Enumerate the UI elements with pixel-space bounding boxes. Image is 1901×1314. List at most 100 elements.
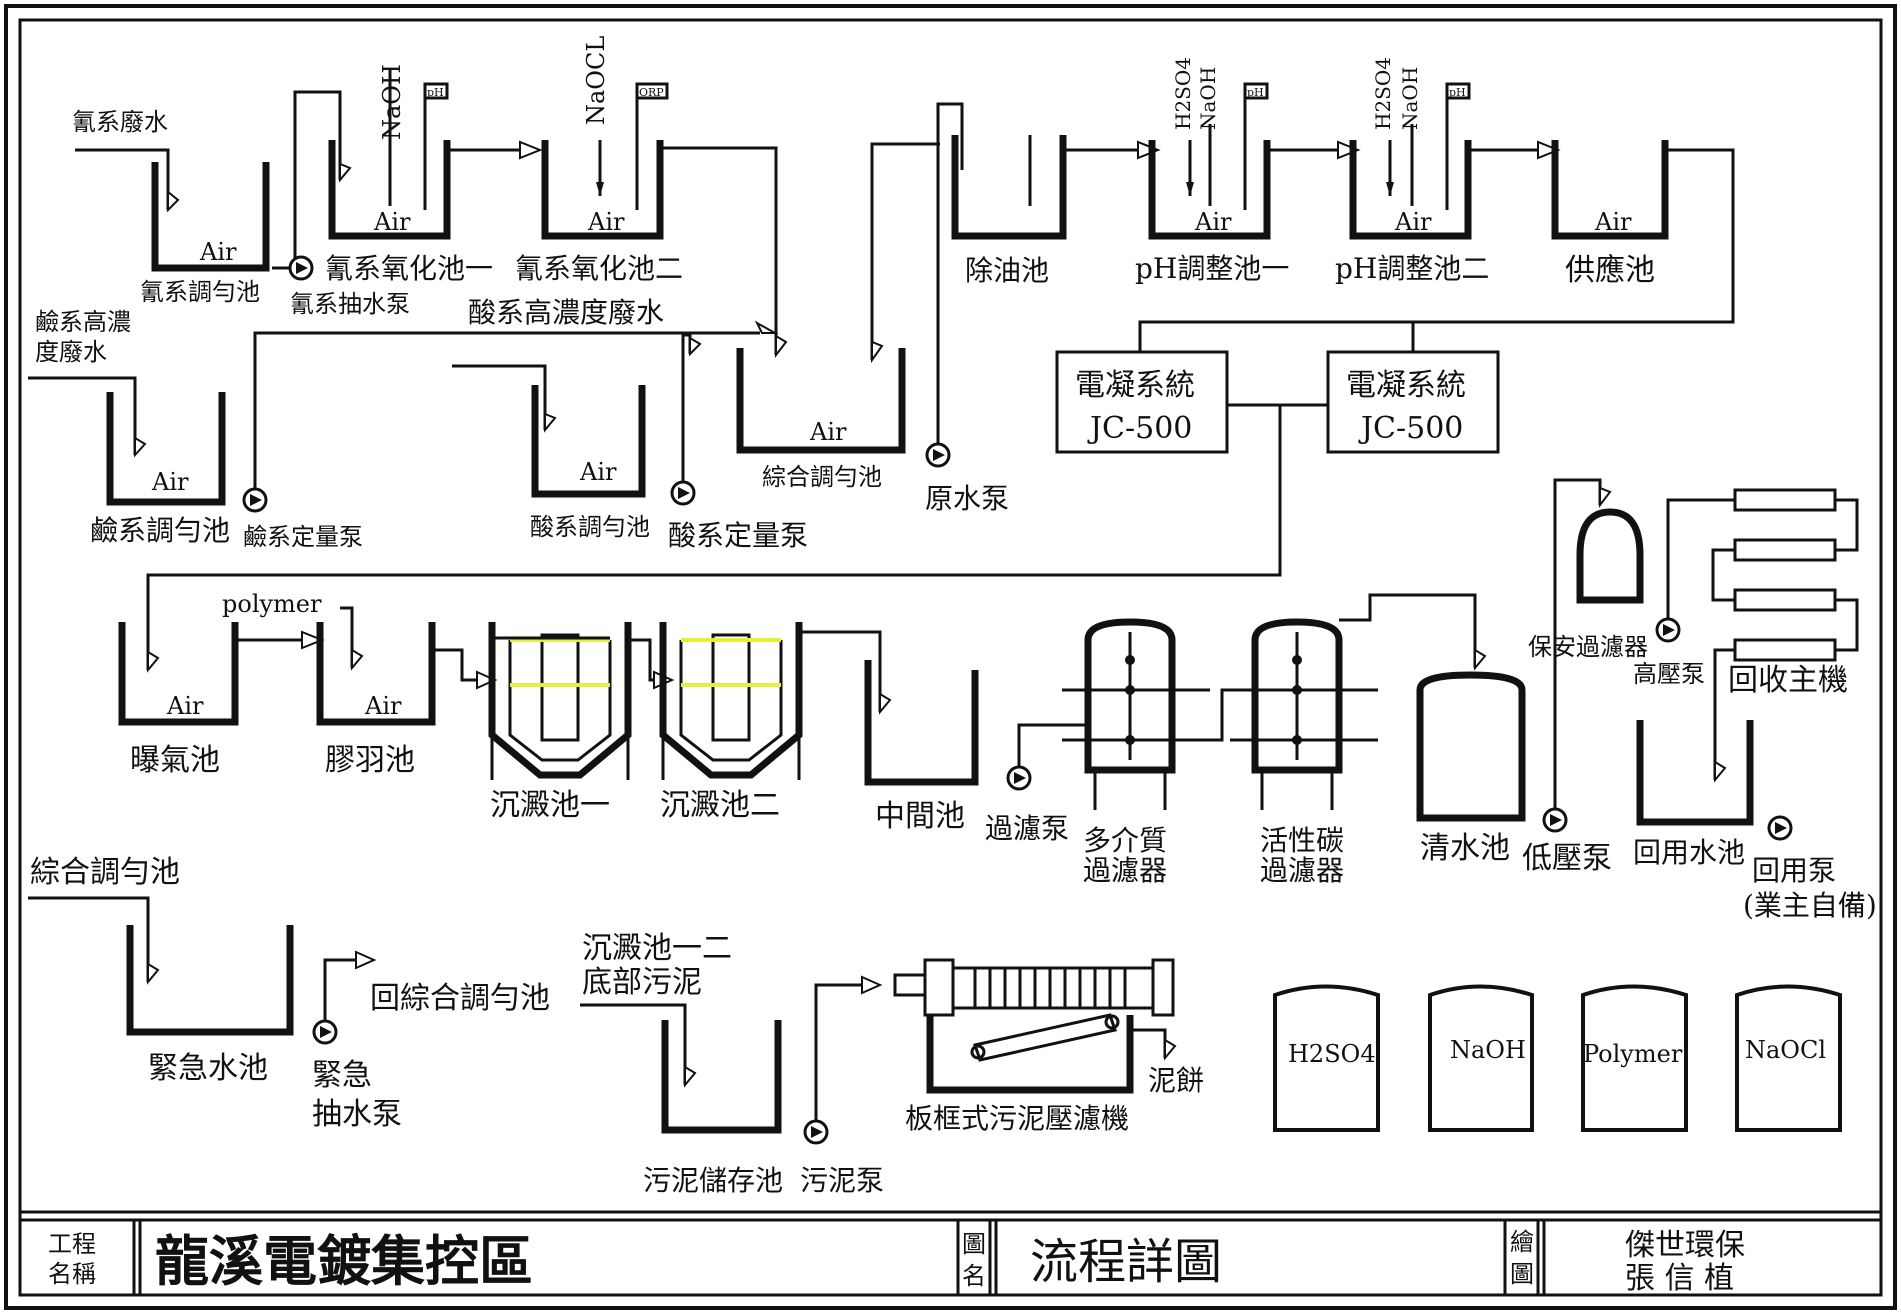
sludge-storage-tank [661,1020,782,1134]
ph-probe-label-3: pH [1449,86,1466,99]
low-pressure-pump [1542,807,1568,833]
emergency-pump-label-2: 抽水泵 [312,1097,402,1132]
sedimentation-tank-1 [488,622,632,780]
oil-removal-tank [951,135,1067,240]
project-label-1: 工程 [48,1230,96,1258]
inner-border [18,18,1883,1297]
naoh-dosing-label-2: NaOH [1398,67,1422,130]
combined-equalization-tank [736,348,906,454]
outer-border [4,4,1897,1310]
naoh-dosing-label: NaOH [378,64,406,140]
cyanide-wastewater-label: 氰系廢水 [72,108,168,136]
alkali-eq-air-label: Air [151,468,189,496]
combined-eq-air-label: Air [809,418,847,446]
cyanide-eq-air-label: Air [199,238,237,266]
cyanide-oxidation-tank-2 [541,140,664,240]
chemical-tank-h2so4 [1273,984,1380,1132]
raw-water-pump [925,442,951,468]
sludge-source-label-2: 底部污泥 [582,965,702,1000]
cyanide-ox2-label: 氰系氧化池二 [515,252,683,285]
alkali-pump [242,487,268,513]
naocl-dosing-label: NaOCL [582,36,610,125]
low-pump-label: 低壓泵 [1522,841,1612,876]
title-block [132,1220,1546,1295]
raw-pump-label: 原水泵 [925,482,1009,515]
plate-frame-filter-press [893,958,1177,1094]
chemical-tank-naoh [1428,984,1534,1132]
sludge-pump [803,1119,829,1145]
clear-tank-label: 清水池 [1420,831,1510,866]
ph-adjust-2-label: pH調整池二 [1335,252,1489,285]
project-label-2: 名稱 [48,1260,96,1288]
multimedia-filter [1062,618,1210,810]
chemical-tank-polymer [1581,984,1688,1132]
tank-naoh-label: NaOH [1450,1036,1526,1064]
h2so4-dosing-label-2: H2SO4 [1371,57,1395,130]
aeration-tank [118,622,239,726]
safety-filter-label: 保安過濾器 [1528,633,1648,661]
tank-naocl-label: NaOCl [1745,1036,1826,1064]
drafter-name: 張 信 植 [1625,1261,1734,1296]
intermediate-tank [864,660,979,786]
sludge-source-label-1: 沉澱池一二 [582,931,732,966]
carbon-label-2: 過濾器 [1260,854,1344,887]
tank-h2so4-label: H2SO4 [1288,1040,1376,1068]
activated-carbon-filter [1230,618,1378,810]
drawn-label-2: 圖 [1510,1260,1534,1288]
naoh-dosing-label-1: NaOH [1196,67,1220,130]
acid-pump-label: 酸系定量泵 [668,519,808,552]
electrocoag-system-1 [1055,350,1229,454]
reuse-pump [1767,815,1793,841]
h2so4-dosing-label-1: H2SO4 [1171,57,1195,130]
acid-wastewater-label: 酸系高濃度廢水 [468,296,664,329]
ph-adjust-tank-1 [1148,140,1271,240]
clear-water-tank [1416,671,1526,822]
alkali-wastewater-label-1: 鹼系高濃 [35,308,131,336]
ph-adjust-tank-2 [1349,140,1472,240]
emergency-pump-label-1: 緊急 [312,1058,372,1093]
sediment-1-label: 沉澱池一 [490,788,610,823]
acid-equalization-tank [531,385,646,498]
aeration-air-label: Air [166,692,204,720]
company-name: 傑世環保 [1625,1228,1745,1263]
electrocoag-1-model: JC-500 [1087,411,1192,446]
sludge-pump-label: 污泥泵 [800,1164,884,1197]
ph-probe-label-1: pH [427,86,444,99]
filter-pump [1006,765,1032,791]
emergency-tank [126,925,294,1036]
emergency-pump [312,1019,338,1045]
acid-pump [670,480,696,506]
floc-air-label: Air [364,692,402,720]
drawing-label-2: 名 [962,1262,986,1290]
cyanide-equalization-tank [151,162,270,272]
sedimentation-tank-2 [659,622,803,780]
cyanide-pump-label: 氰系抽水泵 [290,290,410,318]
chemical-tank-naocl [1735,984,1842,1132]
supply-air-label: Air [1594,208,1632,236]
ox1-air-label: Air [373,208,411,236]
project-name: 龍溪電鍍集控區 [155,1229,533,1293]
carbon-label-1: 活性碳 [1260,824,1344,857]
sediment-2-label: 沉澱池二 [660,788,780,823]
polymer-label: polymer [222,590,322,618]
recovery-unit-label: 回收主機 [1728,663,1848,698]
ph-probe-label-2: pH [1247,86,1264,99]
owner-supplied-label: (業主自備) [1743,889,1877,922]
alkali-wastewater-label-2: 度廢水 [35,338,107,366]
cyanide-oxidation-tank-1 [328,140,451,240]
ph2-air-label: Air [1394,208,1432,236]
flocculation-label: 膠羽池 [325,743,415,778]
cyanide-eq-tank-label: 氰系調勻池 [140,278,260,306]
oil-removal-label: 除油池 [965,254,1049,287]
emergency-tank-label: 緊急水池 [148,1051,268,1086]
recovery-unit-membranes [1690,488,1859,775]
ox2-air-label: Air [587,208,625,236]
return-combined-label: 回綜合調勻池 [370,981,550,1016]
reuse-pump-label: 回用泵 [1752,854,1836,887]
cyanide-pump [288,255,314,281]
alkali-pump-label: 鹼系定量泵 [243,523,363,551]
filter-pump-label: 過濾泵 [985,812,1069,845]
safety-filter [1576,508,1644,604]
drawing-name: 流程詳圖 [1030,1234,1222,1290]
